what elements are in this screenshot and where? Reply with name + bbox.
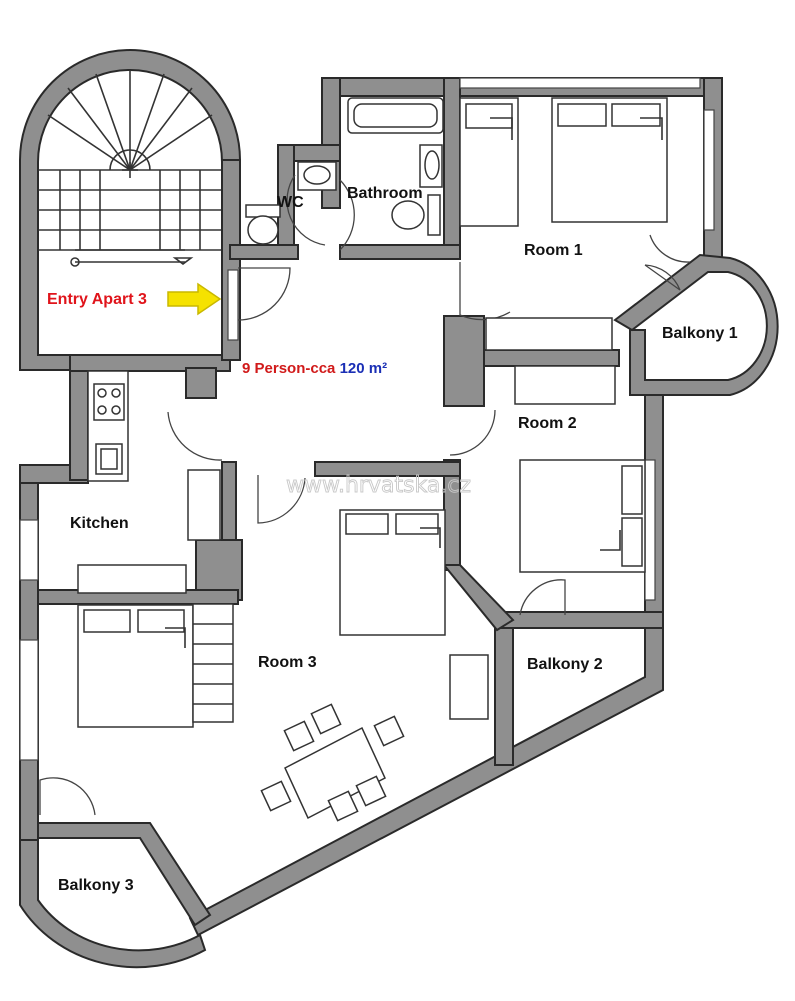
bed-icon: [551, 97, 668, 223]
info-area: 120 m²: [340, 360, 388, 377]
entry-label: Entry Apart 3: [47, 291, 147, 308]
room-label-bathroom: Bathroom: [347, 185, 423, 202]
sink-icon: [297, 161, 337, 191]
chair-icon: [373, 715, 405, 747]
chair-icon: [355, 775, 387, 807]
bed-icon: [339, 509, 446, 636]
sink-icon: [419, 144, 443, 188]
room-label-kitchen: Kitchen: [70, 515, 129, 532]
dining-set: [260, 703, 405, 822]
sink-icon: [95, 443, 123, 475]
bed-icon: [77, 604, 194, 728]
kitchen-fixtures: [77, 370, 221, 594]
chair-icon: [327, 790, 359, 822]
stair-spiral-icon: [38, 70, 222, 267]
chair-icon: [260, 780, 292, 812]
bed-icon: [459, 97, 519, 227]
room-label-wc: WC: [277, 194, 304, 211]
room-label-balkony3: Balkony 3: [58, 877, 134, 894]
interior-walls: [37, 77, 620, 927]
bathroom-fixtures: [245, 97, 444, 245]
room-label-room2: Room 2: [518, 415, 577, 432]
toilet-icon: [245, 204, 281, 245]
room-label-room1: Room 1: [524, 242, 583, 259]
dining-table-icon: [284, 726, 386, 820]
stove-icon: [93, 383, 125, 421]
chair-icon: [310, 703, 342, 735]
toilet-icon: [391, 194, 441, 236]
bathtub-icon: [347, 97, 444, 134]
bed-icon: [519, 459, 646, 573]
room-label-room3: Room 3: [258, 654, 317, 671]
info-separator: -cca: [305, 360, 339, 377]
balkony-3: [19, 839, 207, 969]
doors: [39, 174, 691, 816]
wardrobes: [192, 317, 616, 723]
stairwell: Entry Apart 3: [19, 49, 241, 371]
windows: [19, 77, 715, 761]
info-persons: 9 Person: [242, 360, 305, 377]
balkony-1: [613, 253, 779, 396]
watermark: www.hrvatska.cz: [286, 473, 471, 498]
chair-icon: [283, 720, 315, 752]
room-label-balkony2: Balkony 2: [527, 656, 603, 673]
apartment-info: 9 Person-cca 120 m²: [242, 360, 387, 377]
room-label-balkony1: Balkony 1: [662, 325, 738, 342]
arrow-right-icon: [167, 282, 222, 316]
